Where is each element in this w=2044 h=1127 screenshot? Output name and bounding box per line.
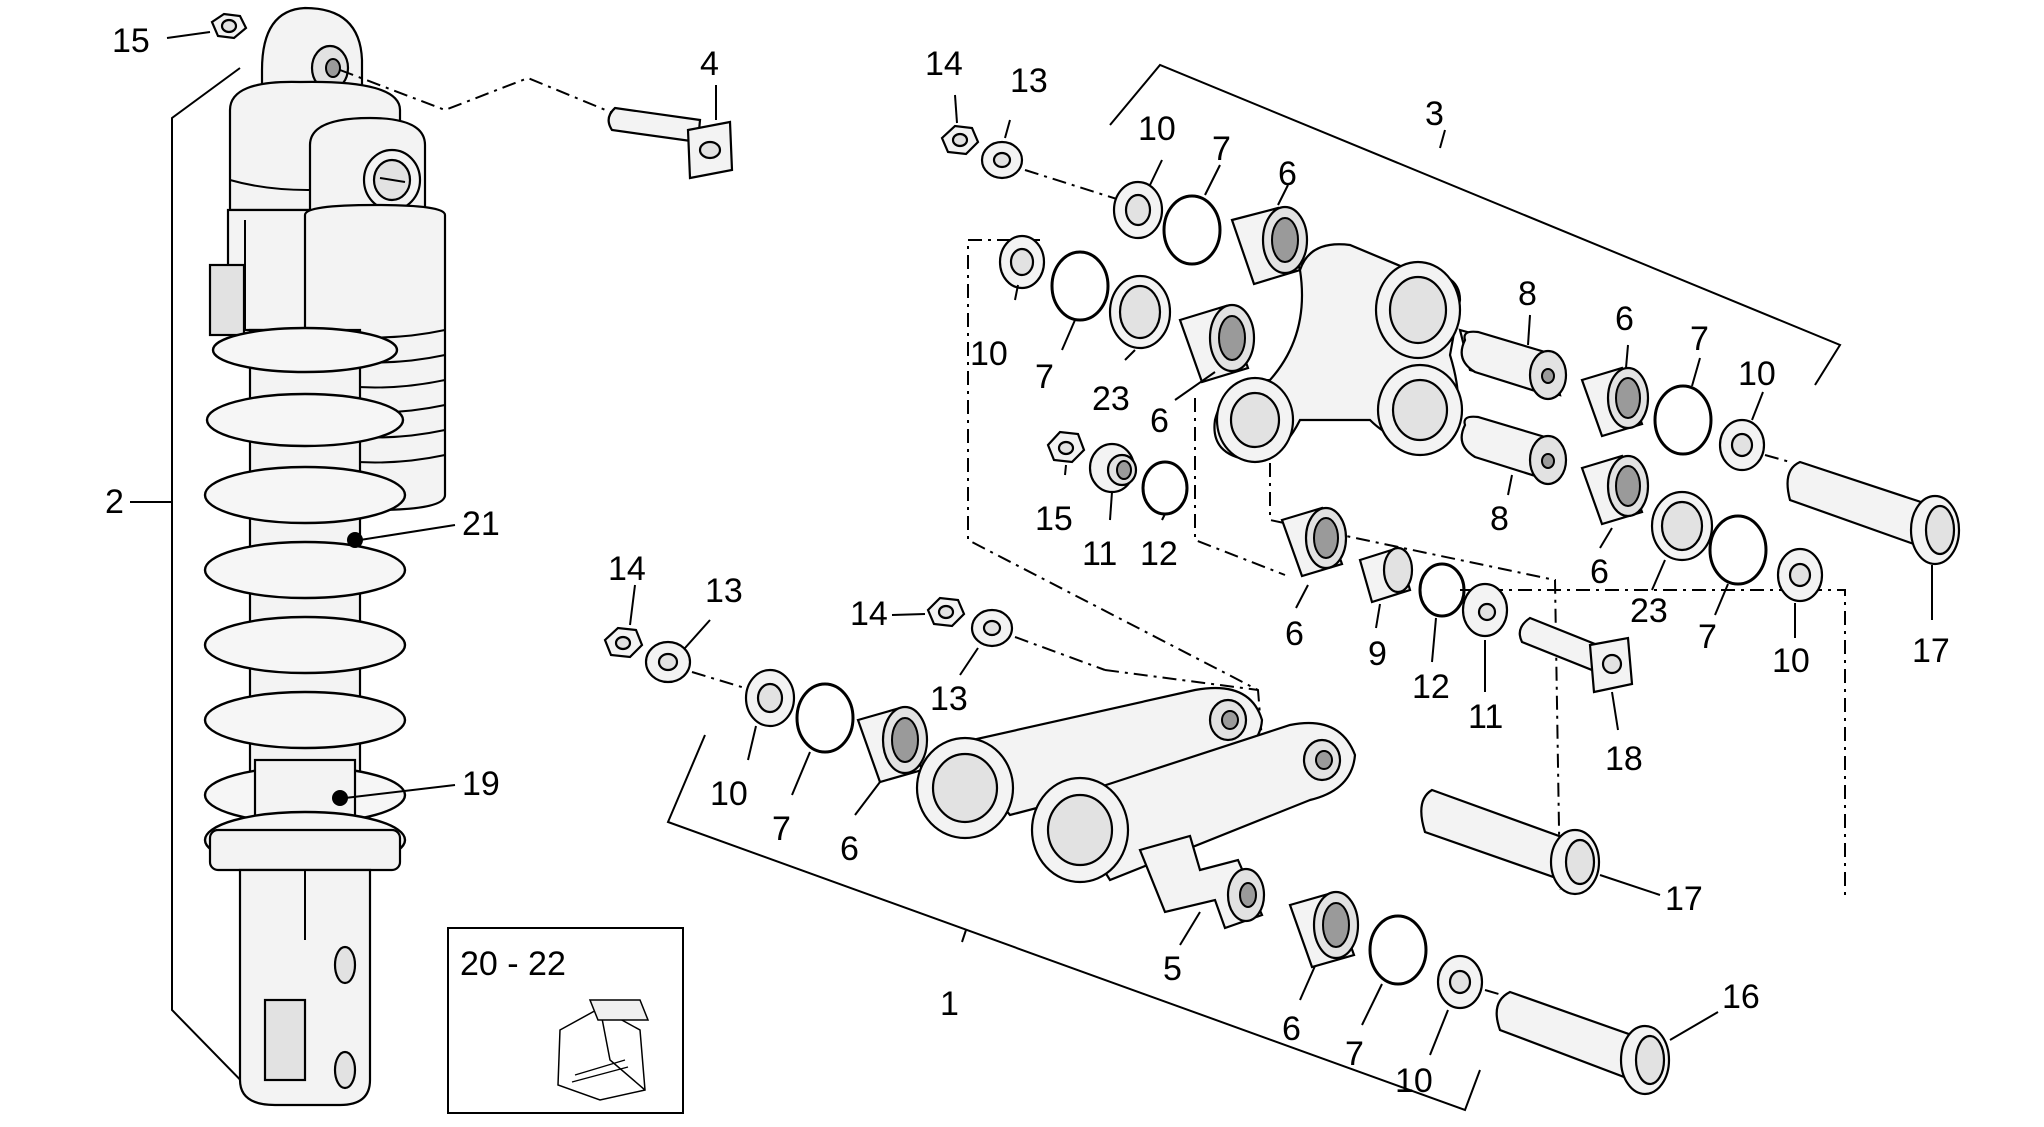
label-7-lower-left: 7 [772,810,791,848]
label-14-mid: 14 [850,595,888,633]
label-13-left: 13 [705,572,743,610]
label-3: 3 [1425,95,1444,133]
label-2: 2 [105,483,124,521]
label-4: 4 [700,45,719,83]
label-10-right-low: 10 [1772,642,1810,680]
label-8-bottom: 8 [1490,500,1509,538]
label-14-top: 14 [925,45,963,83]
label-15-top: 15 [112,22,150,60]
label-11-mid: 11 [1082,535,1117,573]
dot-21 [347,532,363,548]
label-12-right: 12 [1412,668,1450,706]
label-10-top: 10 [1138,110,1176,148]
label-21: 21 [462,505,500,543]
tube-icon [557,999,650,1101]
link-assembly [603,584,1719,1112]
label-14-left: 14 [608,550,646,588]
callout-labels: 15 4 2 21 19 3 14 13 10 7 6 10 7 23 6 15… [105,22,1950,1100]
label-7-lower-right: 7 [1345,1035,1364,1073]
label-10-right-top: 10 [1738,355,1776,393]
label-6-mid: 6 [1285,615,1304,653]
label-9: 9 [1368,635,1387,673]
label-6-lower-left: 6 [840,830,859,868]
label-15-mid: 15 [1035,500,1073,538]
label-12-mid: 12 [1140,535,1178,573]
label-6-lower-right: 6 [1282,1010,1301,1048]
label-23-left: 23 [1092,380,1130,418]
label-8-top: 8 [1518,275,1537,313]
label-7-left: 7 [1035,358,1054,396]
label-7-right-low: 7 [1698,618,1717,656]
label-13-top: 13 [1010,62,1048,100]
shock-absorber [130,6,456,1107]
label-1: 1 [940,985,959,1023]
label-6-top: 6 [1278,155,1297,193]
kit-box-label: 20 - 22 [460,945,566,983]
label-13-mid: 13 [930,680,968,718]
label-18: 18 [1605,740,1643,778]
label-17-top: 17 [1912,632,1950,670]
bracket-part-2 [171,67,261,1101]
rocker-assembly [940,63,1961,895]
nut-15-top [166,12,248,40]
clevis-pin-hole [333,945,357,985]
lower-spring-seat [208,828,402,872]
label-6-right-top: 6 [1615,300,1634,338]
kit-box: 20 - 22 [447,927,684,1114]
label-10-lower-left: 10 [710,775,748,813]
coil-spring [203,326,407,870]
label-19: 19 [462,765,500,803]
label-16: 16 [1722,978,1760,1016]
label-7-right-top: 7 [1690,320,1709,358]
label-6-left: 6 [1150,402,1169,440]
label-5: 5 [1163,950,1182,988]
dot-19 [332,790,348,806]
label-7-top: 7 [1212,130,1231,168]
link-arm-front [1058,721,1357,882]
label-17-bottom: 17 [1665,880,1703,918]
bolt-4 [339,69,734,180]
label-11-right: 11 [1468,698,1503,736]
label-10-lower-right: 10 [1395,1062,1433,1100]
label-6-right-low: 6 [1590,553,1609,591]
label-23-right: 23 [1630,592,1668,630]
adjuster-clip [208,263,246,337]
label-10-left: 10 [970,335,1008,373]
